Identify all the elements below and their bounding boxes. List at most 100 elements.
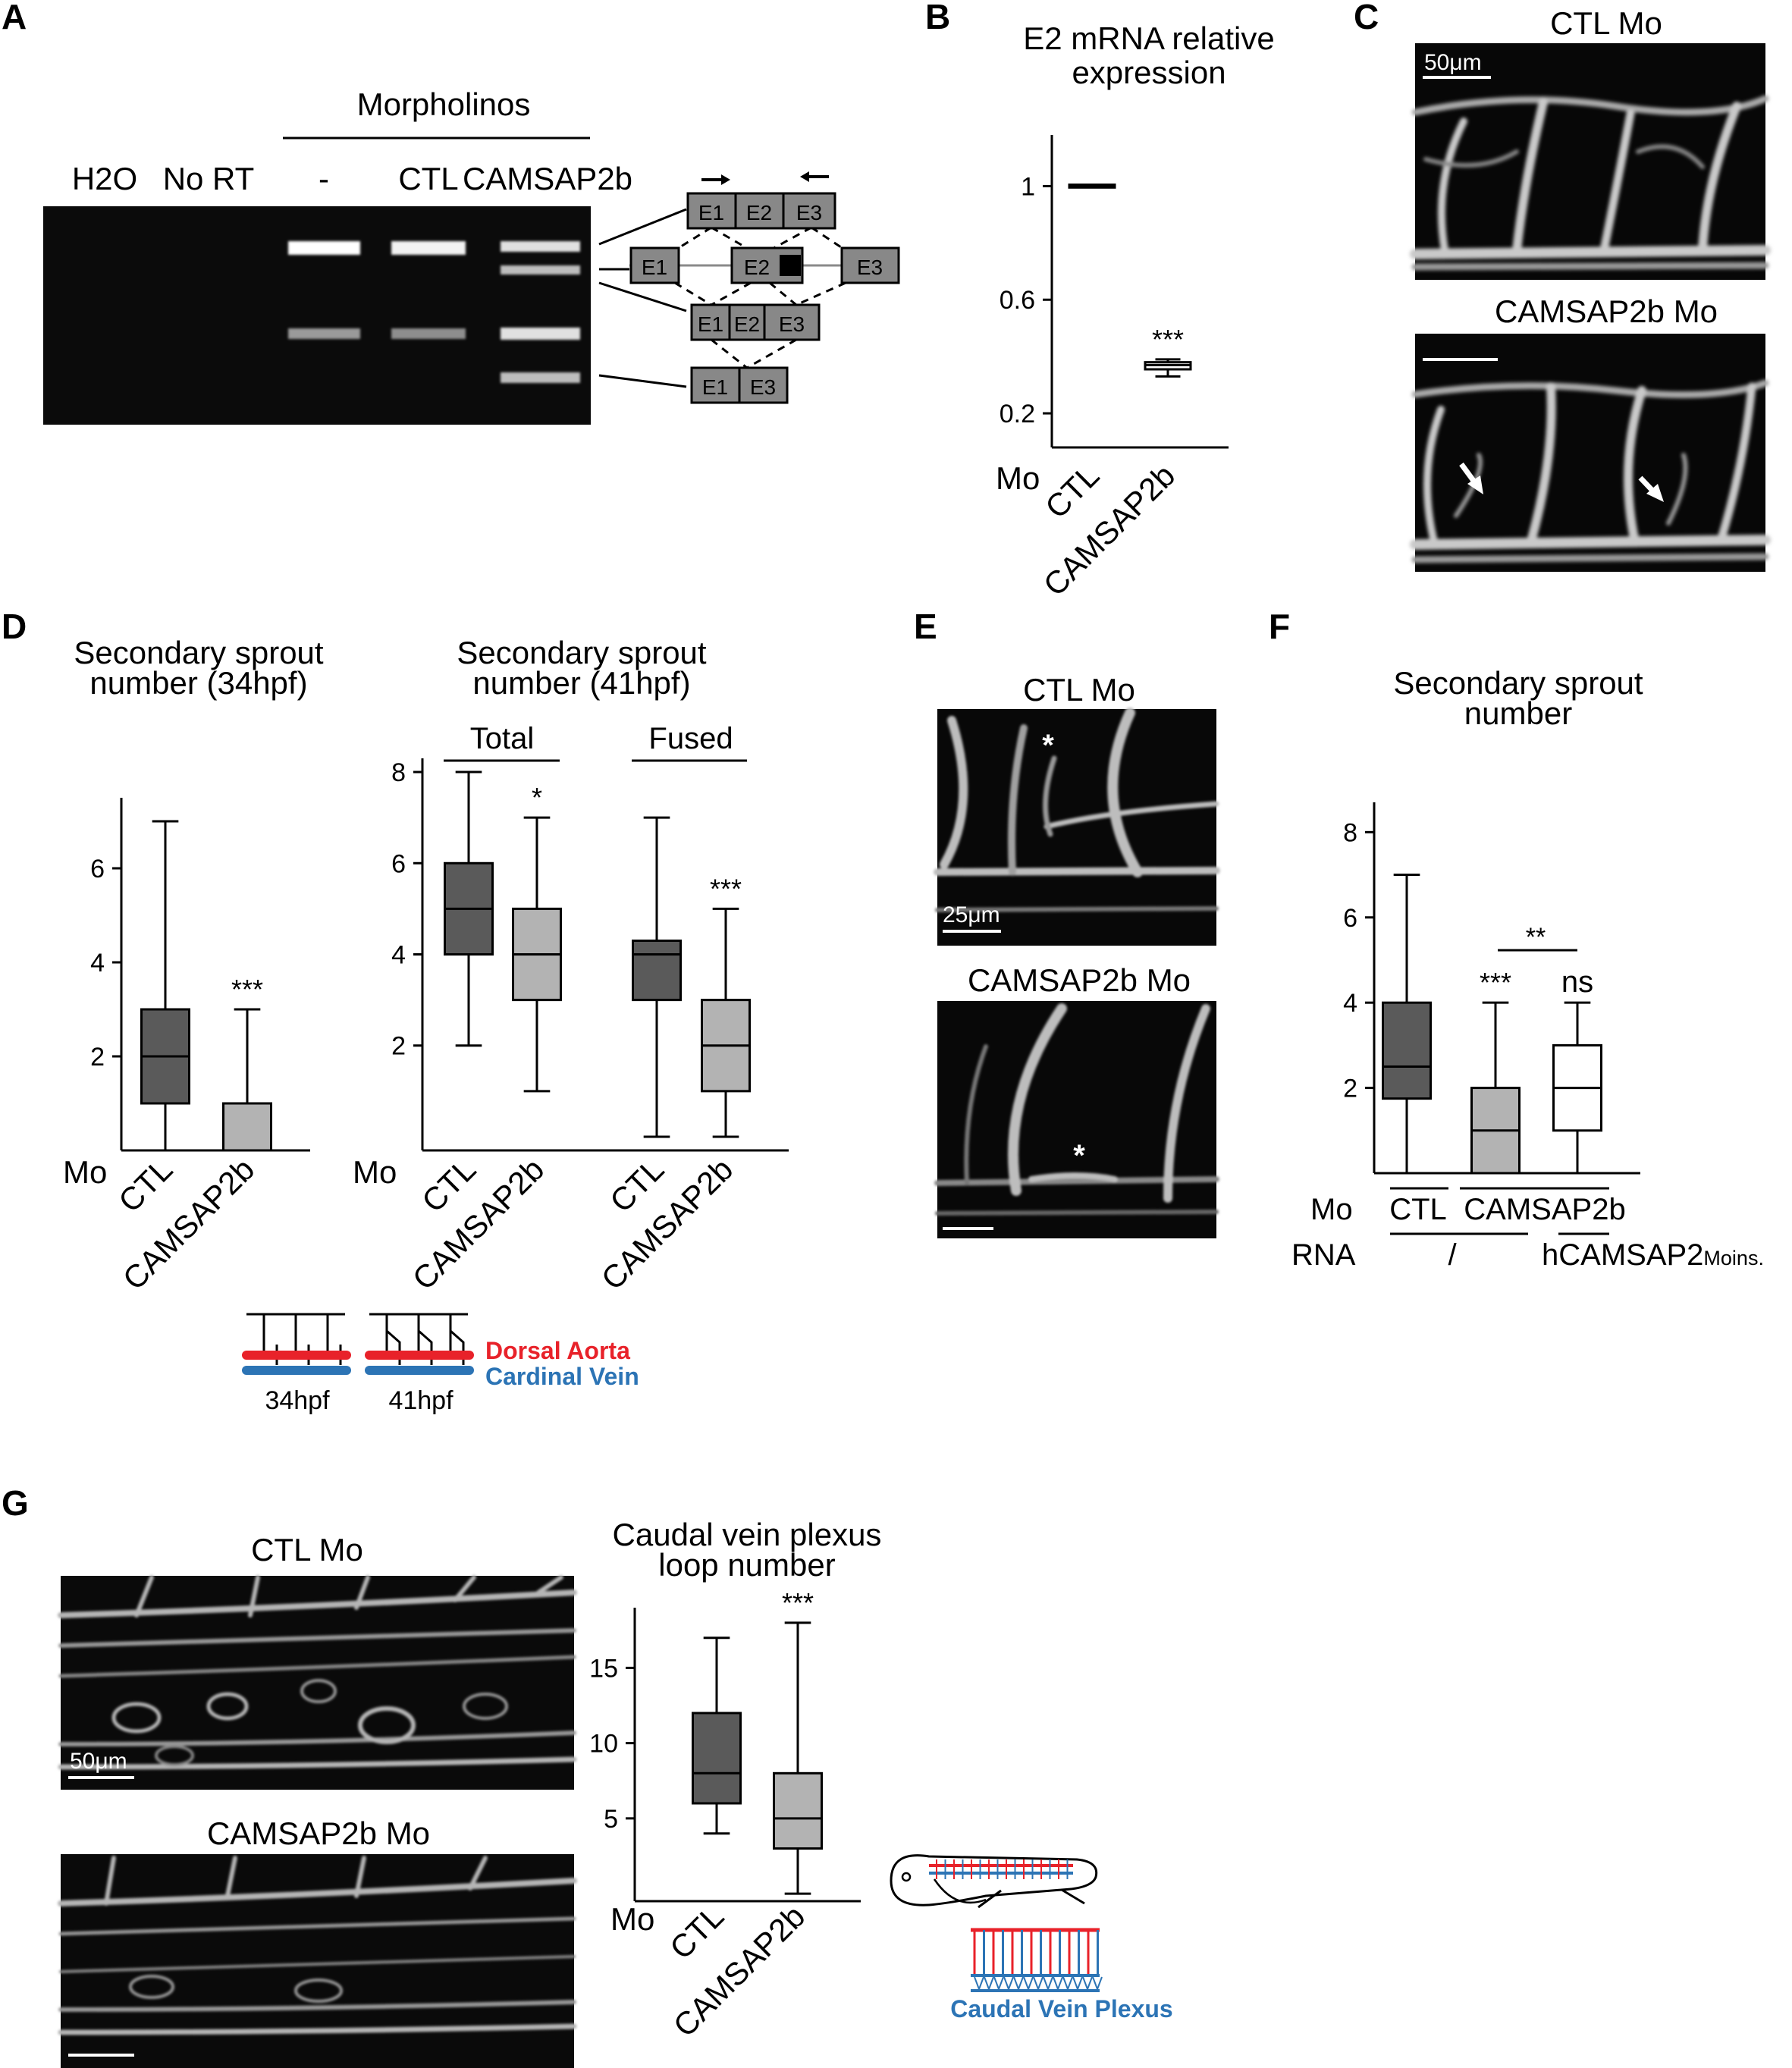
panel-label-g: G xyxy=(2,1483,29,1523)
chart-d1-title-line2: number (34hpf) xyxy=(89,665,307,701)
zoom-line xyxy=(978,1889,1002,1909)
vessel xyxy=(1107,708,1143,877)
box xyxy=(222,1102,272,1152)
arrowhead xyxy=(1467,475,1483,494)
splice-path xyxy=(746,338,797,369)
plexus-loop xyxy=(206,1692,249,1721)
exon-box xyxy=(690,303,731,341)
row-label-mo: Mo xyxy=(1310,1193,1353,1226)
band-connector xyxy=(598,208,687,246)
group-label-total: Total xyxy=(470,722,535,755)
y-tick-label: 2 xyxy=(1343,1075,1357,1103)
y-tick-label: 2 xyxy=(391,1032,406,1061)
vessel xyxy=(1423,406,1445,542)
vessel xyxy=(354,1575,370,1610)
micrograph-ctl: 50μm xyxy=(1410,43,1771,280)
exon-label: E2 xyxy=(744,256,770,279)
vessel xyxy=(1044,801,1219,830)
caudal-vein-plexus-label: Caudal Vein Plexus xyxy=(950,1995,1172,2022)
exon-label: E1 xyxy=(698,201,724,224)
x-axis-label: Mo xyxy=(996,460,1040,496)
vessel xyxy=(58,1878,577,1906)
plexus-mesh xyxy=(1033,1976,1044,1991)
vessel xyxy=(1410,535,1771,550)
chart-b-title-line2: expression xyxy=(1072,55,1226,90)
panel-b: B E2 mRNA relative expression 0.20.61CTL… xyxy=(925,0,1275,603)
gel-image xyxy=(43,206,591,425)
vessel xyxy=(1008,1003,1067,1196)
asterisk-marker: * xyxy=(1073,1139,1085,1172)
vessel xyxy=(58,2000,576,2012)
embryo-vessels xyxy=(936,1859,1069,1879)
embryo-outline xyxy=(890,1854,1098,1906)
plexus-mesh xyxy=(993,1976,1004,1991)
panel-label-e: E xyxy=(914,607,937,646)
embryo-yolk xyxy=(933,1878,987,1904)
plexus-loop xyxy=(463,1693,508,1720)
primer-forward-arrowhead xyxy=(721,174,730,185)
panel-g: G CTL Mo 50μm xyxy=(2,1483,1173,2068)
box xyxy=(632,939,682,1002)
gel-band xyxy=(288,241,360,255)
exon-box xyxy=(690,366,741,404)
significance-bracket-label: ** xyxy=(1526,923,1546,952)
schematic-time-34hpf: 34hpf xyxy=(265,1386,330,1415)
vessel xyxy=(1666,453,1688,526)
plexus-mesh xyxy=(1043,1976,1053,1991)
rna-label-none: / xyxy=(1448,1238,1457,1272)
chart-d2-title-line2: number (41hpf) xyxy=(472,665,690,701)
category-label: CTL xyxy=(1038,457,1106,525)
band-connector xyxy=(598,374,687,388)
y-tick-label: 8 xyxy=(1343,818,1357,847)
gel-band xyxy=(501,372,580,383)
image-c2-title: CAMSAP2b Mo xyxy=(1495,293,1718,329)
scale-bar-label: 50μm xyxy=(1424,50,1482,75)
chart-d2-title-line1: Secondary sprout xyxy=(457,635,707,670)
lane-label-none: - xyxy=(319,161,329,196)
vessel xyxy=(935,1210,1219,1216)
y-tick-label: 4 xyxy=(391,941,406,970)
vessel xyxy=(1008,724,1028,876)
image-c1-title: CTL Mo xyxy=(1550,5,1662,41)
micrograph-camsap2b xyxy=(1410,334,1771,572)
panel-c: C CTL Mo 50μm CAMSAP2b Mo xyxy=(1354,0,1771,572)
splicing-schematic: E1 E2 E3 E1 E2 E3 E1 E2 xyxy=(629,171,900,404)
panel-label-c: C xyxy=(1354,0,1379,36)
plexus-mesh xyxy=(1082,1976,1093,1991)
y-tick-label: 2 xyxy=(90,1043,105,1072)
exon-box xyxy=(686,192,737,230)
exon-box xyxy=(738,366,789,404)
micrograph-background xyxy=(1415,334,1765,572)
vessel xyxy=(934,1176,1219,1186)
significance-label: *** xyxy=(1480,967,1511,998)
significance-label: *** xyxy=(782,1587,814,1618)
vessel xyxy=(225,1856,237,1898)
row-label-rna: RNA xyxy=(1291,1238,1356,1272)
vessel xyxy=(1512,98,1548,255)
significance-label: *** xyxy=(710,873,742,904)
legend-dorsal-aorta: Dorsal Aorta xyxy=(485,1337,630,1364)
group-label-fused: Fused xyxy=(648,722,733,755)
vessel xyxy=(453,1575,476,1602)
micrograph-g-camsap2b xyxy=(58,1854,577,2068)
zoom-line xyxy=(1061,1888,1085,1905)
micrograph-e-ctl: * 25μm xyxy=(934,708,1220,946)
vessel xyxy=(468,1856,488,1891)
exon-box xyxy=(763,303,821,341)
scale-bar-label: 50μm xyxy=(70,1749,127,1774)
mo-label-ctl: CTL xyxy=(1389,1193,1447,1226)
y-tick-label: 4 xyxy=(90,949,105,978)
gel-band xyxy=(501,328,580,340)
vessel xyxy=(58,1756,577,1770)
lane-label-nort: No RT xyxy=(163,161,255,196)
vessel xyxy=(354,1856,366,1898)
significance-label: * xyxy=(532,782,542,813)
plexus-mesh xyxy=(1053,1976,1063,1991)
gel-bands xyxy=(288,241,580,383)
rna-label-rescue: hCAMSAP2Moins. xyxy=(1542,1238,1764,1272)
vessel xyxy=(1411,95,1769,116)
